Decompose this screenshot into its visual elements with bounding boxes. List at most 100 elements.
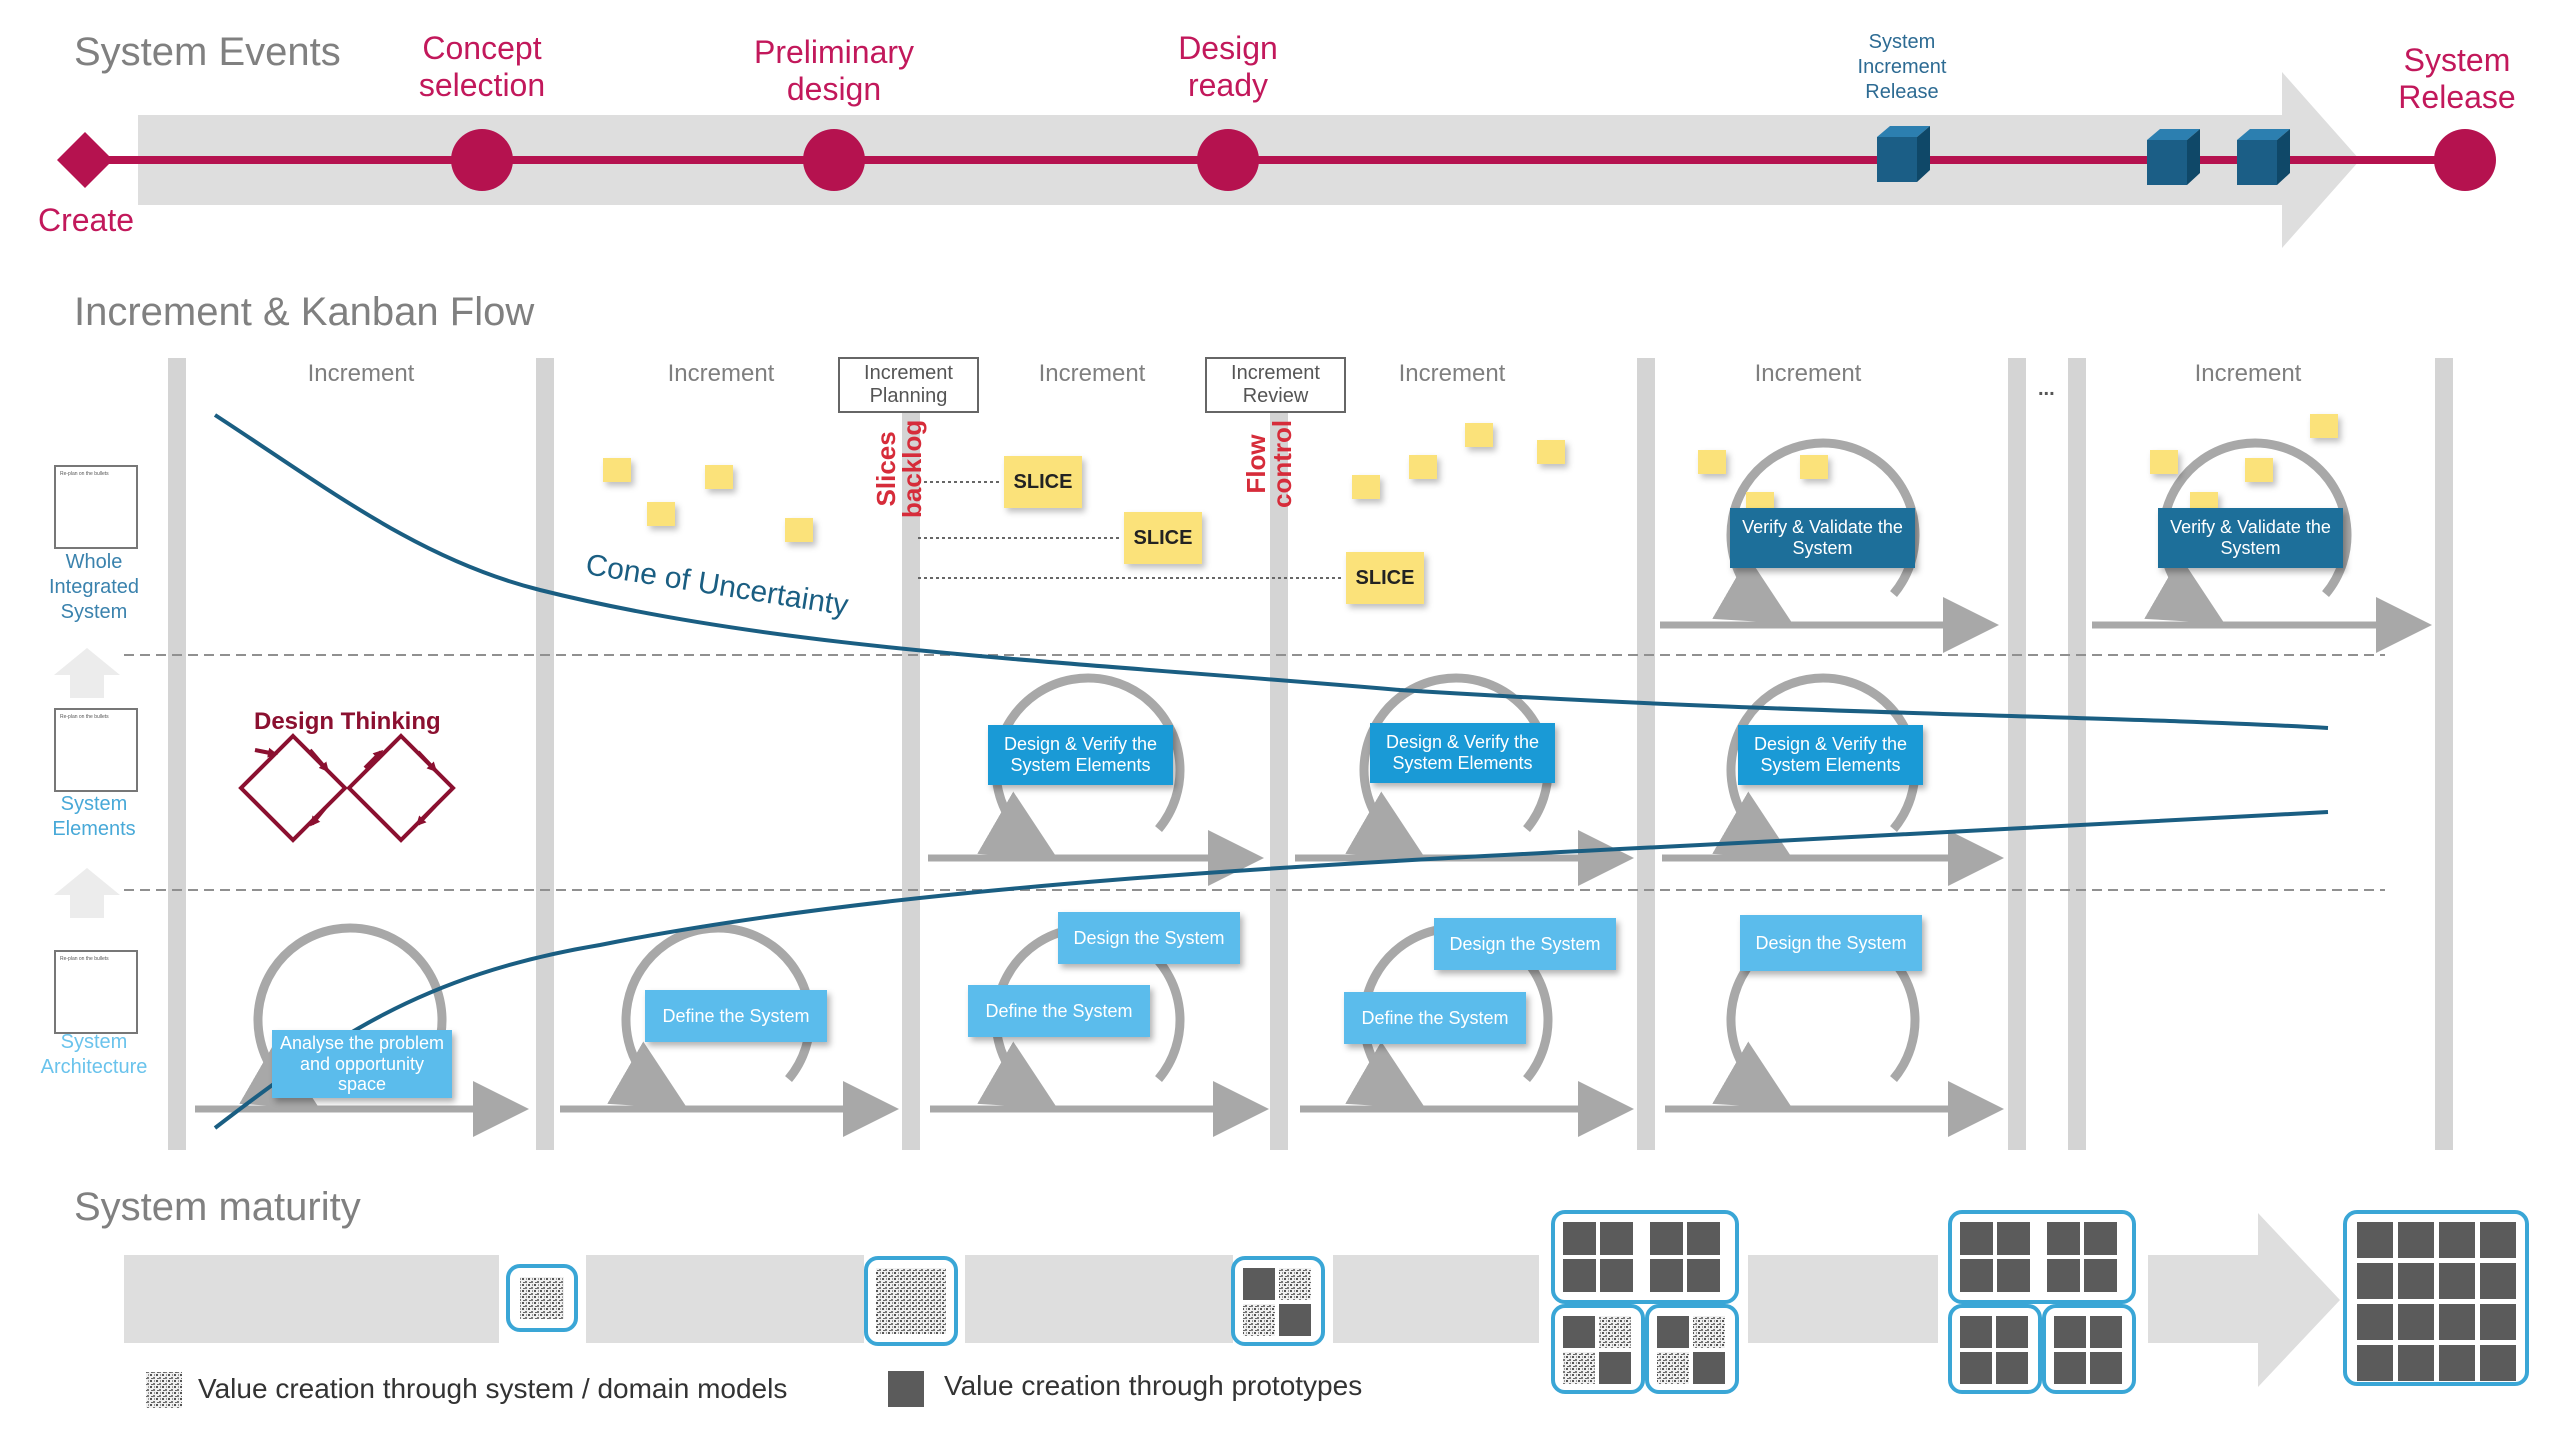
maturity-cell <box>2047 1222 2080 1255</box>
maturity-cell <box>2084 1222 2117 1255</box>
maturity-cell <box>1693 1352 1725 1384</box>
slice-connectors <box>918 481 1342 579</box>
increment-pillars <box>168 358 2453 1150</box>
milestone-system-release <box>2434 129 2496 191</box>
maturity-cell <box>1996 1316 2028 1348</box>
maturity-cell <box>2480 1345 2516 1381</box>
increment-planning-box: Increment Planning <box>838 357 979 413</box>
increment-label: Increment <box>2194 360 2302 387</box>
section-title-events: System Events <box>74 30 341 74</box>
maturity-cell <box>1243 1304 1275 1336</box>
maturity-cell <box>1279 1304 1311 1336</box>
section-title-maturity: System maturity <box>74 1185 361 1229</box>
legend-model-swatch <box>146 1372 182 1408</box>
card-analyse: Analyse the problem and opportunity spac… <box>272 1030 452 1098</box>
legend-prototype-swatch <box>888 1371 924 1407</box>
maturity-cell <box>1996 1352 2028 1384</box>
card-verify-validate: Verify & Validate the System <box>1730 508 1915 568</box>
maturity-cell <box>1687 1222 1720 1255</box>
sticky-note <box>785 518 813 542</box>
event-increment-release: System Increment Release <box>1857 31 1947 103</box>
event-design-ready: Design ready <box>1178 30 1278 103</box>
sticky-note <box>1352 475 1380 499</box>
sticky-note <box>2310 414 2338 438</box>
design-thinking-diamonds <box>238 733 456 843</box>
increment-label: Increment <box>1038 360 1146 387</box>
create-diamond <box>57 132 113 188</box>
maturity-cell <box>2398 1222 2434 1258</box>
sticky-note <box>1698 450 1726 474</box>
maturity-cell <box>1997 1259 2030 1292</box>
maturity-cell <box>2398 1263 2434 1299</box>
slice-card: SLICE <box>1124 512 1202 564</box>
maturity-cell <box>2090 1352 2122 1384</box>
maturity-cell <box>1563 1316 1595 1348</box>
level-up-arrow <box>54 648 120 698</box>
maturity-cell <box>2480 1222 2516 1258</box>
cone-lower-curve <box>213 810 2329 1130</box>
maturity-cell <box>2439 1222 2475 1258</box>
maturity-arrow <box>124 1213 2340 1387</box>
sticky-note <box>1465 423 1493 447</box>
increment-review-box: Increment Review <box>1205 357 1346 413</box>
card-design-system: Design the System <box>1434 918 1616 970</box>
maturity-cell <box>2054 1352 2086 1384</box>
iteration-loop <box>239 923 447 1109</box>
iteration-loop <box>977 673 1185 859</box>
maturity-cell <box>1687 1259 1720 1292</box>
maturity-cell <box>2398 1304 2434 1340</box>
ellipsis-label: ... <box>2038 378 2055 400</box>
increment-label: Increment <box>1754 360 1862 387</box>
maturity-cell <box>2357 1304 2393 1340</box>
maturity-cell <box>1693 1316 1725 1348</box>
level-box-whole: Re-plan on the bullets <box>54 465 138 549</box>
maturity-cell <box>2357 1222 2393 1258</box>
legend-models-label: Value creation through system / domain m… <box>198 1373 788 1404</box>
milestone-design-ready <box>1197 129 1259 191</box>
maturity-cell <box>1997 1222 2030 1255</box>
sticky-note <box>705 465 733 489</box>
maturity-cell <box>1563 1352 1595 1384</box>
maturity-cell <box>2357 1345 2393 1381</box>
slice-card: SLICE <box>1346 552 1424 604</box>
sticky-note <box>2245 458 2273 482</box>
maturity-cell <box>2398 1345 2434 1381</box>
maturity-cell <box>1960 1352 1992 1384</box>
maturity-cell <box>1960 1222 1993 1255</box>
card-define-system: Define the System <box>1344 992 1526 1044</box>
event-preliminary: Preliminary design <box>753 34 915 107</box>
maturity-cell <box>1243 1268 1275 1300</box>
event-system-release: System Release <box>2398 42 2516 115</box>
increment-label: Increment <box>307 360 415 387</box>
card-design-verify: Design & Verify the System Elements <box>1738 725 1923 785</box>
maturity-cell <box>2054 1316 2086 1348</box>
maturity-cell <box>2357 1263 2393 1299</box>
level-box-elements: Re-plan on the bullets <box>54 708 138 792</box>
maturity-cell <box>1657 1316 1689 1348</box>
maturity-cell <box>1563 1222 1596 1255</box>
event-concept: Concept selection <box>418 30 546 103</box>
level-label-elements: System Elements <box>52 793 136 840</box>
maturity-cell <box>1599 1352 1631 1384</box>
card-define-system: Define the System <box>968 985 1150 1037</box>
maturity-cell <box>1650 1222 1683 1255</box>
maturity-cell <box>1600 1259 1633 1292</box>
maturity-cell <box>1960 1316 1992 1348</box>
slices-backlog-label: Slices backlog <box>871 419 927 518</box>
increment-release-cube <box>2147 129 2200 185</box>
level-label-whole: Whole Integrated System <box>48 551 140 623</box>
maturity-cell <box>2047 1259 2080 1292</box>
sticky-note <box>2150 450 2178 474</box>
design-thinking-label: Design Thinking <box>254 708 441 735</box>
maturity-cell <box>1600 1222 1633 1255</box>
maturity-cell <box>1279 1268 1311 1300</box>
maturity-cell <box>1563 1259 1596 1292</box>
maturity-cell <box>1657 1352 1689 1384</box>
sticky-note <box>1800 455 1828 479</box>
maturity-cell <box>1599 1316 1631 1348</box>
maturity-cell <box>1960 1259 1993 1292</box>
maturity-cell <box>1650 1259 1683 1292</box>
maturity-cell <box>2439 1304 2475 1340</box>
